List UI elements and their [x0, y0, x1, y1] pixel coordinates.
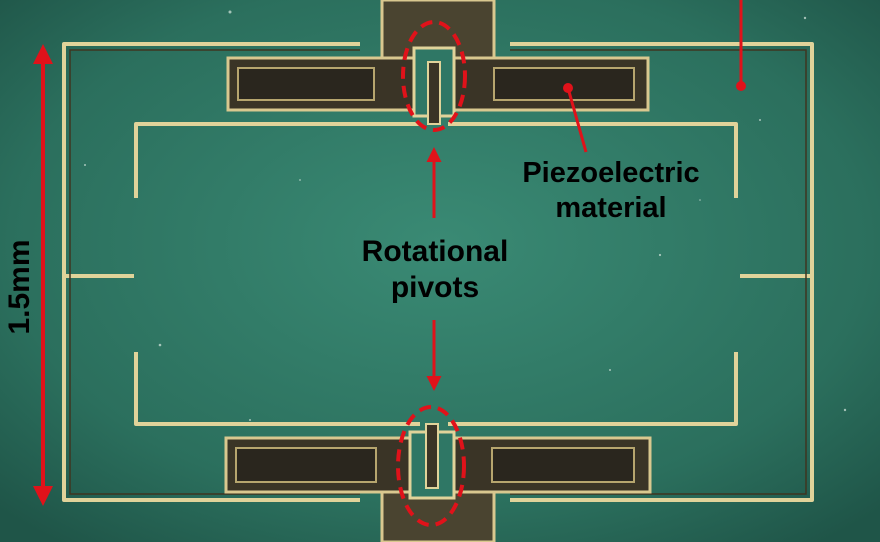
piezo-pad-bottom-right	[491, 447, 635, 483]
inner-frame	[134, 122, 738, 426]
bottom-actuator	[224, 423, 652, 542]
piezo-pad-bottom-left	[235, 447, 377, 483]
piezo-pad-top-left	[237, 67, 375, 101]
piezo-label-line2: material	[555, 191, 667, 224]
pointer-dot-piezo	[563, 83, 573, 93]
annotations	[33, 0, 743, 527]
pivots-label-line1: Rotational	[361, 235, 509, 268]
piezo-pad-top-right	[493, 67, 635, 101]
rotational-pivots-label: Rotational pivots	[330, 234, 540, 306]
outer-frame	[62, 42, 814, 502]
top-actuator	[226, 0, 650, 125]
pivots-label-line2: pivots	[390, 271, 480, 304]
scale-bar-label: 1.5mm	[3, 239, 36, 335]
pivot-highlight-bottom	[396, 405, 466, 527]
pivot-highlight-top	[401, 20, 467, 132]
pointer-dot-top-right	[736, 81, 746, 91]
piezo-label-line1: Piezoelectric	[522, 157, 700, 189]
pointer-piezo	[566, 87, 588, 153]
piezoelectric-material-label: Piezoelectric material	[488, 156, 734, 226]
